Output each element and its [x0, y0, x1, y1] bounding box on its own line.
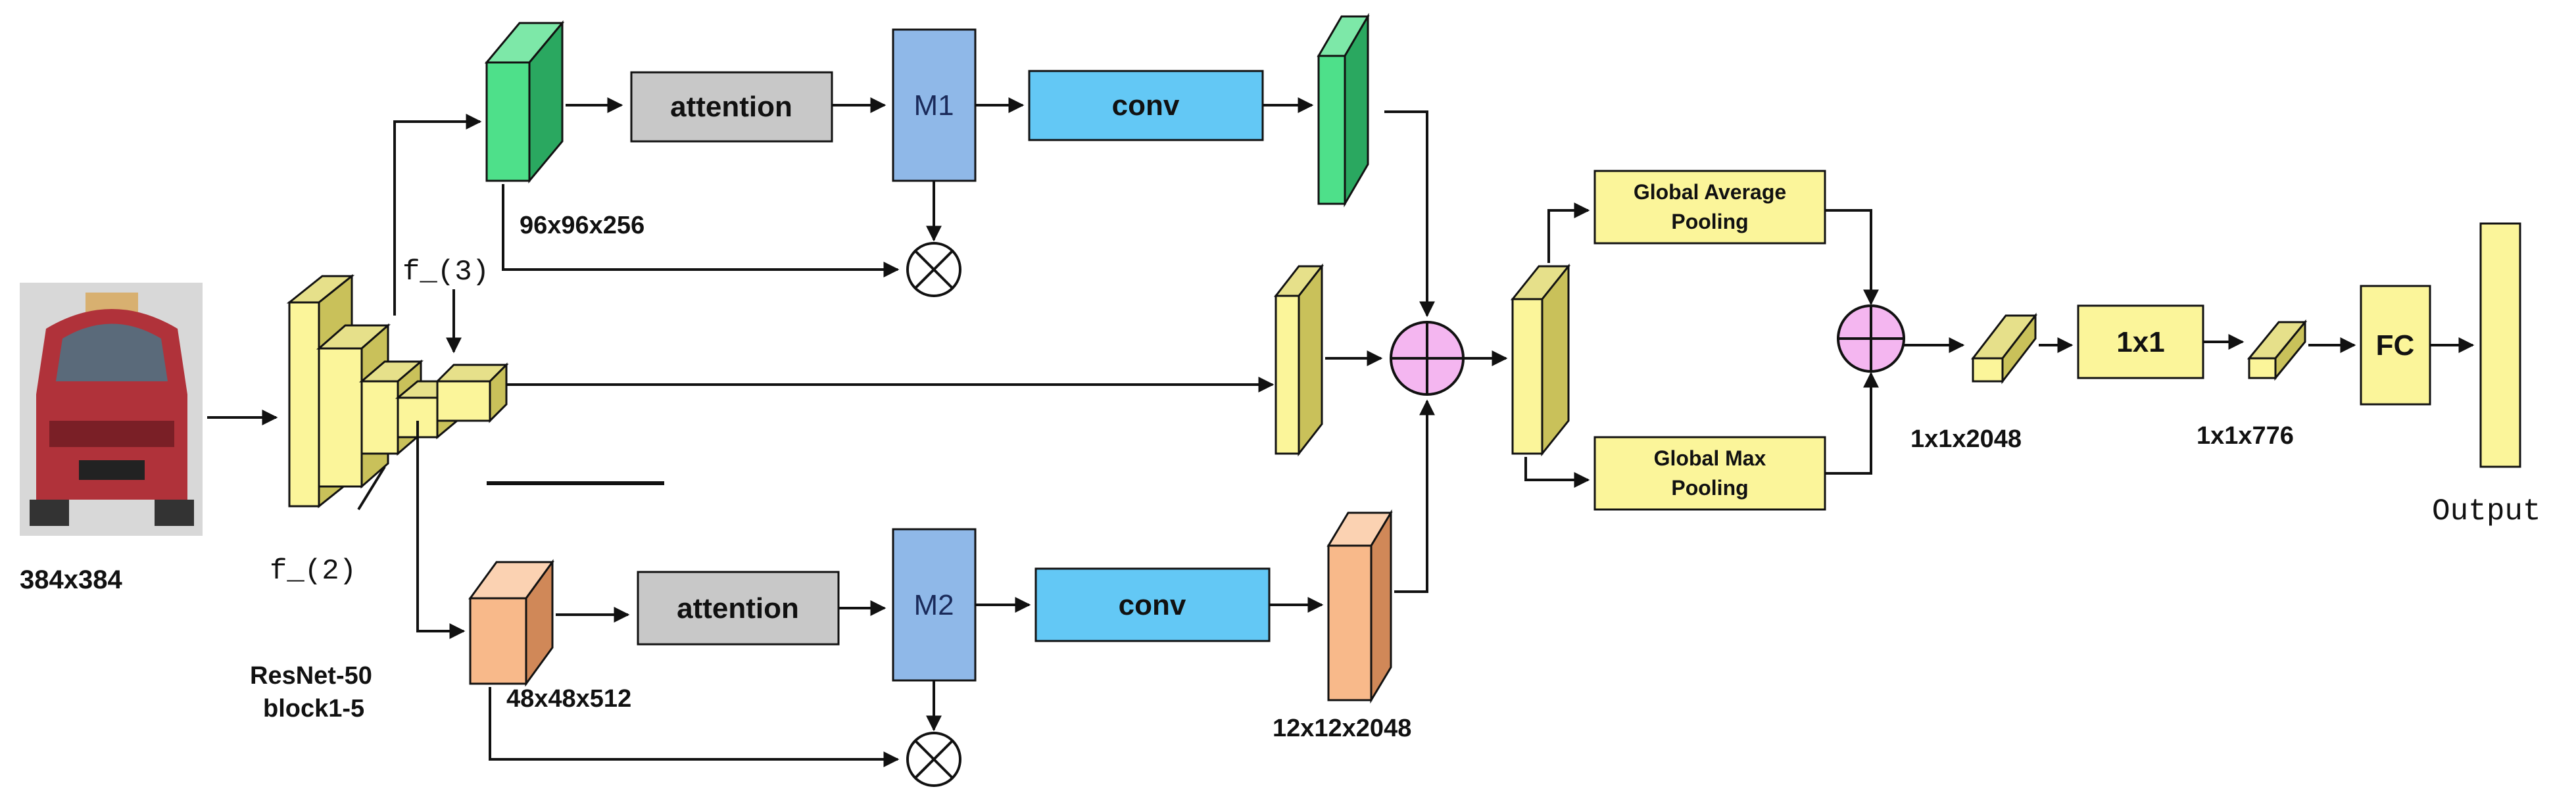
merged-feature-map	[1510, 263, 1571, 457]
fc-box	[2360, 285, 2431, 406]
pool-out-size-label: 1x1x2048	[1910, 425, 2022, 453]
gap-label-line2: Pooling	[1671, 210, 1748, 233]
sum-icon	[1390, 321, 1465, 396]
m1-box	[892, 28, 977, 182]
resnet-label-line1: ResNet-50	[250, 662, 372, 690]
arrow-skip-to-multiply-top	[502, 184, 900, 277]
f2-pointer	[357, 465, 386, 511]
arrow-resnet-to-top-branch	[393, 114, 482, 316]
bottom-branch-size-label: 48x48x512	[506, 685, 631, 713]
sum2-icon	[1837, 304, 1905, 373]
arrow-gmp-to-sum2	[1825, 371, 1879, 475]
attention-bottom-label: attention	[677, 592, 799, 625]
arrow-to-gmp	[1524, 457, 1590, 488]
input-size-label: 384x384	[20, 565, 122, 594]
arrow-gap-to-sum2	[1825, 209, 1879, 306]
conv-top-box	[1028, 70, 1264, 141]
f2-label: f_(2)	[270, 555, 356, 588]
conv-top-label: conv	[1112, 89, 1180, 122]
gap-label-line1: Global Average	[1634, 180, 1786, 204]
arrow-top-out-to-sum	[1384, 110, 1435, 318]
fc-in-size-label: 1x1x776	[2197, 422, 2294, 450]
pooled-feature-vector	[1970, 312, 2038, 385]
global-max-pooling-box	[1593, 436, 1826, 511]
m2-box	[892, 528, 977, 682]
bottom-feature-map	[468, 559, 554, 687]
resnet-blocks	[286, 273, 509, 509]
attention-top-box	[630, 71, 833, 143]
top-branch-size-label: 96x96x256	[520, 212, 644, 239]
middle-feature-map	[1273, 263, 1324, 457]
conv-bottom-label: conv	[1119, 589, 1186, 621]
arrow-bottom-out-to-sum	[1394, 399, 1435, 593]
bottom-output-feature-map	[1326, 509, 1393, 704]
f3-label: f_(3)	[402, 256, 489, 289]
gmp-label-line2: Pooling	[1671, 476, 1748, 500]
attention-top-label: attention	[670, 91, 792, 123]
fc-input-vector	[2247, 319, 2308, 381]
input-car-image	[20, 283, 203, 536]
attention-bottom-box	[637, 571, 840, 646]
arrow-skip-to-multiply-bottom	[489, 687, 900, 767]
output-label: Output	[2432, 494, 2541, 529]
arrow-resnet-to-bottom-branch	[416, 421, 466, 639]
top-feature-map	[484, 20, 565, 184]
multiply-bottom-icon	[906, 732, 961, 787]
top-output-feature-map	[1317, 12, 1370, 208]
m2-label: M2	[913, 589, 954, 621]
multiply-top-icon	[906, 242, 961, 297]
resnet-label-line2: block1-5	[263, 695, 364, 723]
one-by-one-label: 1x1	[2116, 326, 2164, 358]
m1-label: M1	[913, 89, 954, 122]
gmp-label-line1: Global Max	[1654, 446, 1766, 470]
global-average-pooling-box	[1593, 170, 1826, 245]
arrow-to-gap	[1547, 202, 1590, 263]
output-bar	[2479, 222, 2521, 468]
merge-size-label: 12x12x2048	[1273, 715, 1411, 742]
fc-label: FC	[2376, 329, 2415, 362]
